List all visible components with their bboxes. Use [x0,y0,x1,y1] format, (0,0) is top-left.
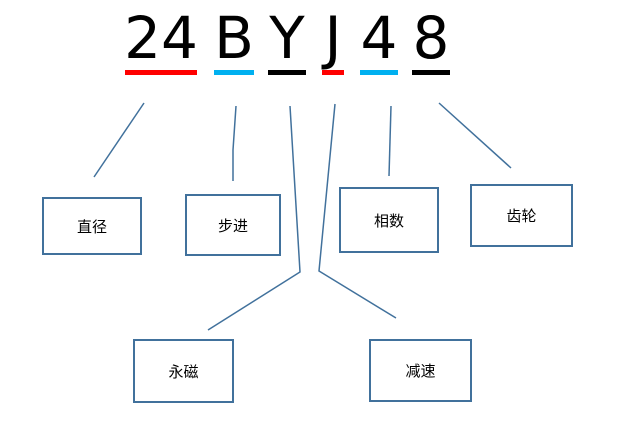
label-gear: 齿轮 [506,207,537,225]
box-reduction: 减速 [369,339,472,402]
code-segment-b: B [214,4,254,72]
connector-reduction [318,103,397,319]
code-segment-24: 24 [124,4,198,72]
code-segment-4: 4 [360,4,398,72]
underline-8 [412,70,450,75]
box-diameter: 直径 [42,197,142,255]
label-phases: 相数 [373,211,404,230]
box-phases: 相数 [339,187,439,253]
underline-b [214,70,254,75]
connector-diameter [93,102,145,178]
code-segment-8: 8 [412,4,450,72]
label-diameter: 直径 [76,217,107,236]
underline-j [322,70,344,75]
box-permanent-magnet: 永磁 [133,339,234,403]
connector-gear [438,102,512,169]
code-segment-y: Y [269,4,305,72]
underline-4 [360,70,398,75]
code-segment-j: J [324,4,342,72]
box-gear: 齿轮 [470,184,573,247]
label-reduction: 减速 [405,362,436,380]
connector-phases [388,105,392,177]
underline-y [268,70,306,75]
label-permanent-magnet: 永磁 [168,362,199,381]
box-stepper: 步进 [185,194,281,256]
underline-24 [125,70,197,75]
label-stepper: 步进 [217,216,248,235]
connector-permanent-magnet [207,105,301,331]
connector-stepper [232,105,237,181]
